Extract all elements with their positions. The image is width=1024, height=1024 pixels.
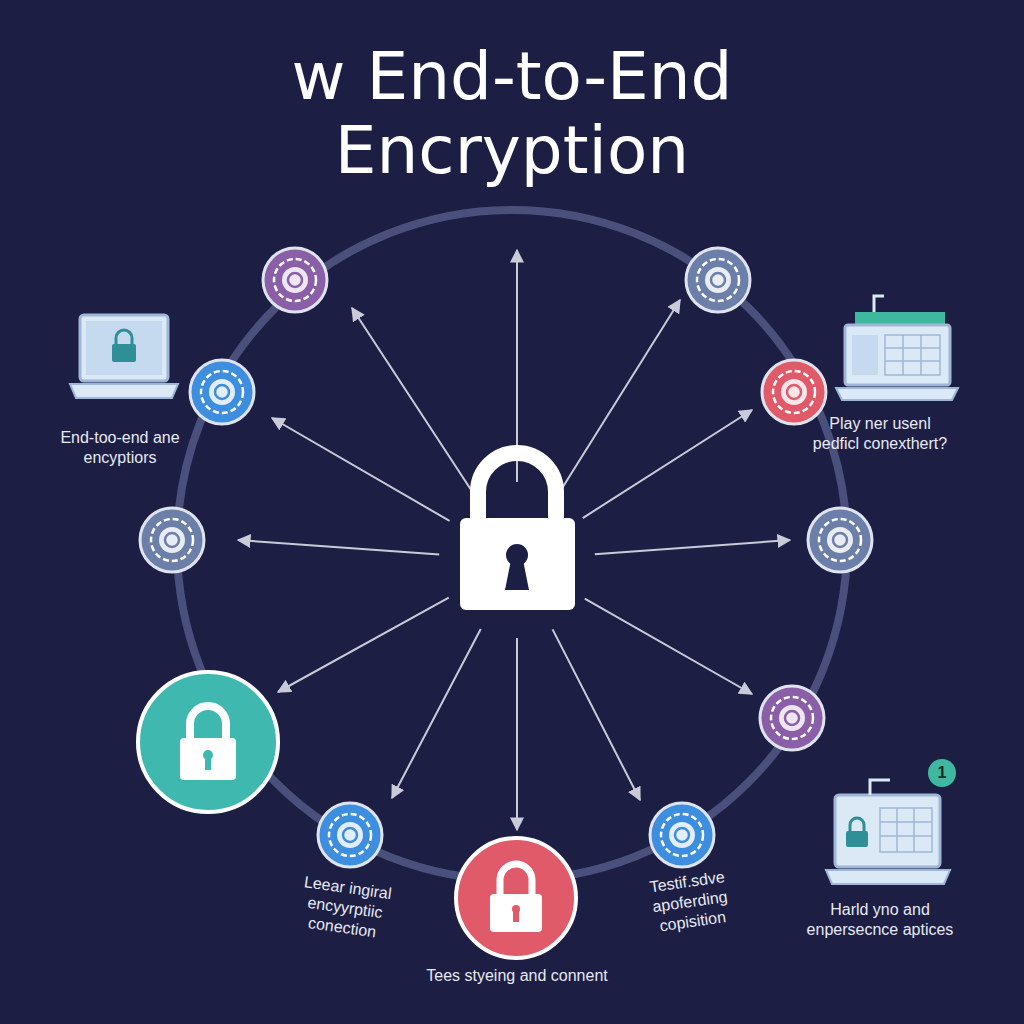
arrows	[238, 250, 790, 830]
caption-label: Leear ingiral encyyrptiic conection	[276, 869, 413, 947]
laptop-right-top	[836, 296, 958, 400]
teal-lock-circle	[138, 672, 278, 812]
title: w End-to-End Encryption	[132, 40, 892, 188]
laptop-right-bottom	[826, 780, 950, 884]
badge-number: 1	[938, 764, 947, 782]
laptop-left	[70, 315, 178, 398]
caption-label: Tees styeing and connent	[417, 966, 617, 986]
caption-label: Play ner usenl pedficl conexthert?	[805, 414, 955, 454]
caption-label: Harld yno and enpersecnce aptices	[795, 900, 965, 940]
red-lock-circle	[456, 838, 576, 958]
notification-badge: 1	[928, 759, 956, 787]
central-padlock	[460, 453, 575, 610]
ring	[177, 210, 847, 880]
caption-label: Testif.sdve apoferding copisition	[621, 863, 758, 941]
caption-label: End-too-end ane encyptiors	[35, 428, 205, 468]
